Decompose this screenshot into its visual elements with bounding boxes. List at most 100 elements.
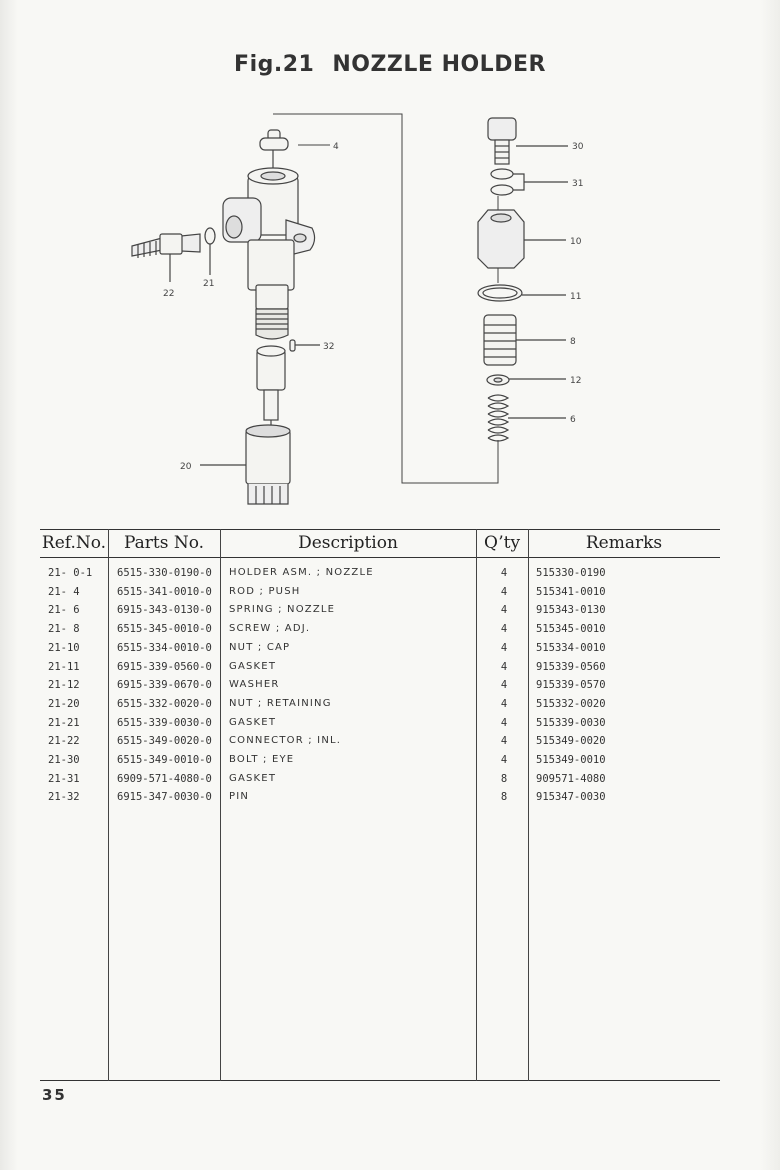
column-divider [476, 529, 477, 1081]
table-row: 21-30 6515-349-0010-0 BOLT ; EYE 4 515349-00… [40, 752, 720, 771]
parts-table: Ref.No. Parts No. Description Q’ty Remar… [40, 529, 720, 1082]
cell-remarks: 515345-0010 [536, 623, 606, 636]
cell-parts-no: 6909-571-4080-0 [117, 772, 212, 785]
cell-qty: 4 [500, 735, 508, 748]
cell-ref-no: 21- 8 [48, 623, 80, 636]
header-parts-no: Parts No. [123, 533, 205, 553]
cell-parts-no: 6915-347-0030-0 [117, 791, 212, 804]
pin-part [289, 339, 320, 352]
nozzle-holder-body [222, 167, 316, 340]
column-divider [108, 529, 109, 1081]
cell-ref-no: 21- 4 [48, 585, 80, 598]
gasket-21-part [204, 227, 216, 275]
cell-remarks: 915339-0570 [536, 679, 606, 692]
callout-20: 20 [180, 462, 192, 472]
callout-31: 31 [572, 179, 583, 189]
cell-parts-no: 6515-349-0010-0 [117, 754, 212, 766]
table-row: 21-10 6515-334-0010-0 NUT ; CAP 4 515334-001… [40, 640, 720, 659]
exploded-parts-diagram: 4 30 31 10 11 8 12 6 22 21 32 20 [131, 113, 584, 505]
cell-ref-no: 21-30 [48, 754, 80, 766]
cell-remarks: 515334-0010 [536, 641, 606, 654]
washer-part [486, 374, 566, 386]
cell-qty: 8 [500, 772, 508, 785]
cell-parts-no: 6515-349-0020-0 [117, 735, 212, 748]
cell-qty: 4 [500, 754, 508, 766]
nozzle-spring-part [487, 394, 566, 442]
cell-ref-no: 21-12 [48, 679, 80, 692]
table-row: 21-31 6909-571-4080-0 GASKET 8 909571-4080 [40, 771, 720, 790]
cell-qty: 4 [500, 641, 508, 654]
callout-6: 6 [570, 415, 576, 425]
cell-description: PIN [229, 791, 250, 803]
cell-description: ROD ; PUSH [229, 585, 301, 597]
callout-21: 21 [203, 279, 214, 289]
cell-remarks: 915347-0030 [536, 791, 606, 804]
cell-remarks: 515349-0010 [536, 754, 606, 766]
nozzle-part [256, 345, 286, 438]
header-description: Description [298, 533, 398, 553]
cell-qty: 8 [500, 791, 508, 804]
table-row: 21-21 6515-339-0030-0 GASKET 4 515339-0030 [40, 715, 720, 734]
header-qty: Q’ty [483, 533, 521, 553]
cell-qty: 4 [500, 660, 508, 673]
callout-10: 10 [570, 237, 582, 247]
callout-12: 12 [570, 376, 581, 386]
cell-ref-no: 21-32 [48, 791, 80, 804]
cell-description: BOLT ; EYE [229, 754, 295, 765]
cell-description: SCREW ; ADJ. [229, 623, 311, 635]
table-bottom-rule [40, 1080, 720, 1082]
cell-remarks: 909571-4080 [536, 772, 606, 785]
callout-22: 22 [163, 289, 174, 299]
column-divider [528, 529, 529, 1081]
cell-remarks: 515330-0190 [536, 567, 606, 579]
header-remarks: Remarks [585, 533, 663, 553]
cell-qty: 4 [500, 585, 508, 598]
table-top-rule [40, 529, 720, 531]
cell-description: SPRING ; NOZZLE [229, 604, 336, 616]
cell-qty: 4 [500, 604, 508, 617]
cell-qty: 4 [500, 697, 508, 710]
cell-remarks: 915343-0130 [536, 604, 606, 617]
cap-nut-part [477, 209, 566, 269]
table-row: 21-32 6915-347-0030-0 PIN 8 915347-0030 [40, 789, 720, 808]
cell-qty: 4 [500, 567, 508, 579]
cell-ref-no: 21-11 [48, 660, 80, 673]
cell-ref-no: 21-10 [48, 641, 80, 654]
header-ref-no: Ref.No. [41, 533, 107, 553]
callout-30: 30 [572, 142, 584, 152]
cell-description: WASHER [229, 679, 280, 691]
cell-ref-no: 21- 0-1 [48, 567, 93, 579]
table-header-rule [40, 557, 720, 559]
cell-description: NUT ; CAP [229, 641, 291, 653]
cell-parts-no: 6515-339-0030-0 [117, 716, 212, 729]
eye-bolt-part [487, 117, 568, 165]
cell-qty: 4 [500, 716, 508, 729]
retaining-nut-part [200, 424, 291, 505]
cell-ref-no: 21-20 [48, 697, 80, 710]
cell-ref-no: 21-21 [48, 716, 80, 729]
column-divider [220, 529, 221, 1081]
cell-ref-no: 21-31 [48, 772, 80, 785]
cell-description: GASKET [229, 772, 277, 784]
cell-parts-no: 6515-334-0010-0 [117, 641, 212, 654]
cell-qty: 4 [500, 679, 508, 692]
cell-description: GASKET [229, 716, 277, 728]
cell-parts-no: 6515-345-0010-0 [117, 623, 212, 636]
cell-ref-no: 21-22 [48, 735, 80, 748]
cell-description: CONNECTOR ; INL. [229, 735, 342, 747]
adjusting-screw-part [483, 314, 566, 366]
gasket-11-part [477, 284, 566, 302]
gasket-31-part [490, 168, 568, 196]
cell-remarks: 515339-0030 [536, 716, 606, 729]
page-number: 35 [42, 1086, 67, 1104]
cell-parts-no: 6915-339-0560-0 [117, 660, 212, 673]
figure-number: Fig.21 [234, 52, 315, 77]
